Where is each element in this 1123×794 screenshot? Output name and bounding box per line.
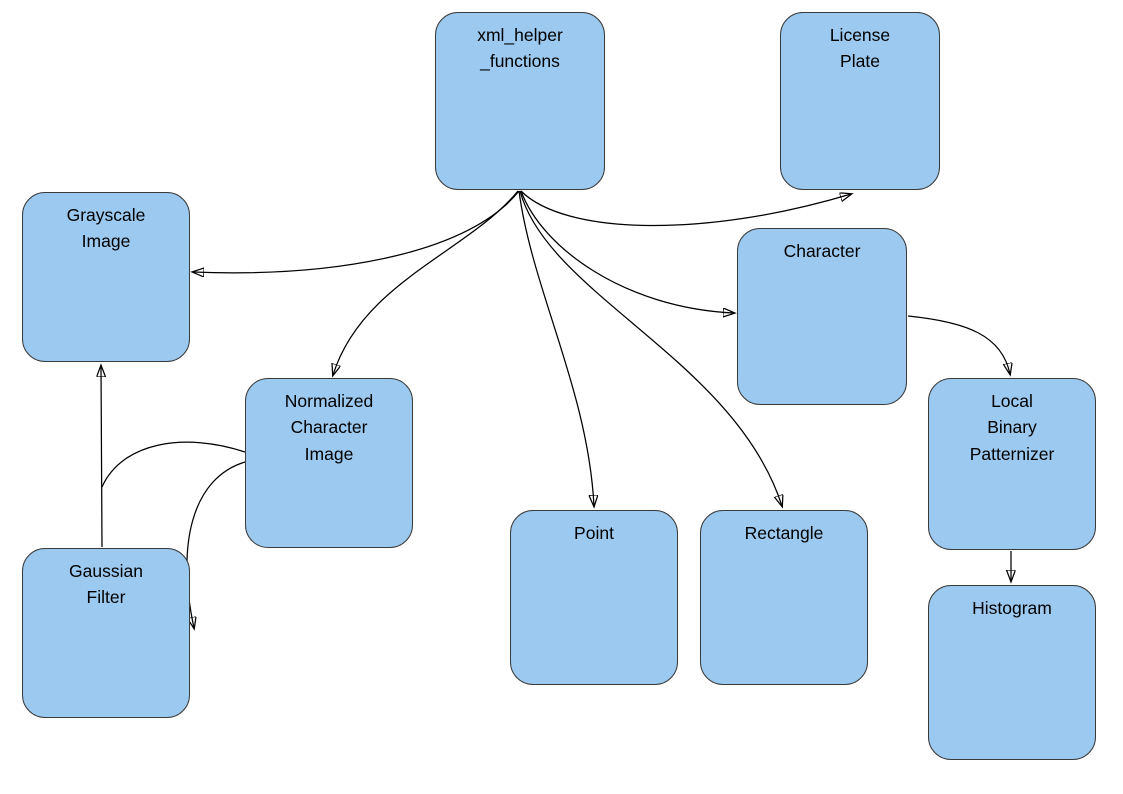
- node-label: License Plate: [829, 25, 891, 72]
- node-gaussian-filter: Gaussian Filter: [22, 548, 190, 718]
- edge-xml-helper-functions-to-grayscale-image: [193, 190, 520, 273]
- node-point: Point: [510, 510, 678, 685]
- node-label: Normalized Character Image: [284, 391, 374, 464]
- node-rectangle: Rectangle: [700, 510, 868, 685]
- node-character: Character: [737, 228, 907, 405]
- edge-gaussian-filter-to-grayscale-image: [101, 366, 102, 548]
- node-grayscale-image: Grayscale Image: [22, 192, 190, 362]
- node-label: Point: [574, 523, 614, 543]
- node-label: xml_helper _functions: [477, 25, 563, 72]
- edge-normalized-character-image-to-grayscale-image: [101, 441, 246, 488]
- edge-xml-helper-functions-to-normalized-character-image: [333, 190, 519, 375]
- edge-xml-helper-functions-to-rectangle: [519, 190, 782, 506]
- node-label: Gaussian Filter: [69, 561, 143, 608]
- node-xml-helper-functions: xml_helper _functions: [435, 12, 605, 190]
- edge-xml-helper-functions-to-character: [520, 190, 734, 313]
- node-label: Local Binary Patternizer: [969, 391, 1055, 464]
- node-local-binary-patternizer: Local Binary Patternizer: [928, 378, 1096, 550]
- node-label: Rectangle: [744, 523, 824, 543]
- edge-xml-helper-functions-to-license-plate: [520, 190, 851, 227]
- node-label: Grayscale Image: [66, 205, 146, 252]
- node-label: Histogram: [972, 598, 1052, 618]
- edge-xml-helper-functions-to-point: [518, 190, 594, 506]
- edge-normalized-character-image-to-gaussian-filter: [186, 461, 246, 628]
- node-license-plate: License Plate: [780, 12, 940, 190]
- node-label: Character: [783, 241, 861, 261]
- edge-character-to-local-binary-patternizer: [907, 315, 1010, 374]
- node-histogram: Histogram: [928, 585, 1096, 760]
- node-normalized-character-image: Normalized Character Image: [245, 378, 413, 548]
